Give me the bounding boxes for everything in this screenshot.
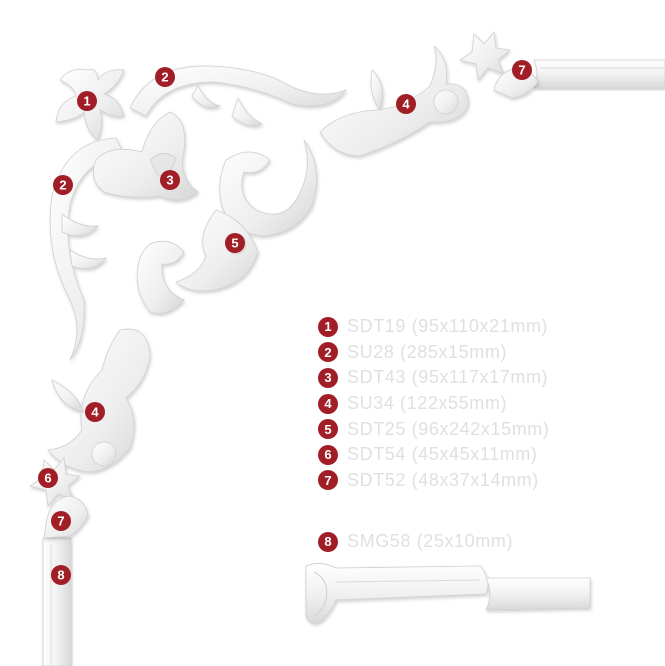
moulding-legend: 8 SMG58 (25x10mm) xyxy=(318,529,513,555)
marker-circle xyxy=(85,402,105,422)
marker-1: 1 xyxy=(77,91,97,111)
marker-circle xyxy=(155,67,175,87)
legend-item: 1 SDT19 (95x110x21mm) xyxy=(318,314,549,340)
marker-number: 3 xyxy=(166,173,173,188)
legend-number-badge: 3 xyxy=(318,367,338,388)
parts-legend: 1 SDT19 (95x110x21mm) 2 SU28 (285x15mm) … xyxy=(318,314,549,493)
marker-circle xyxy=(51,565,71,585)
legend-item: 8 SMG58 (25x10mm) xyxy=(318,529,513,555)
marker-number: 2 xyxy=(161,70,168,85)
legend-number-badge: 6 xyxy=(318,444,338,465)
marker-5: 5 xyxy=(225,233,245,253)
marker-circle xyxy=(53,175,73,195)
ornament-su34-top xyxy=(319,45,469,157)
markers-layer: 1 2 2 3 4 4 5 6 7 7 8 xyxy=(38,60,532,585)
legend-label: SDT43 (95x117x17mm) xyxy=(347,367,549,388)
legend-item: 2 SU28 (285x15mm) xyxy=(318,340,549,366)
marker-number: 1 xyxy=(83,94,90,109)
marker-circle xyxy=(77,91,97,111)
marker-number: 7 xyxy=(518,63,525,78)
legend-item: 5 SDT25 (96x242x15mm) xyxy=(318,416,549,442)
legend-number-badge: 4 xyxy=(318,393,338,414)
marker-4: 4 xyxy=(396,94,416,114)
moulding-rod-left xyxy=(42,537,72,666)
legend-label: SDT19 (95x110x21mm) xyxy=(347,316,549,337)
legend-number-badge: 8 xyxy=(318,531,338,552)
marker-number: 2 xyxy=(59,178,66,193)
marker-circle xyxy=(225,233,245,253)
marker-7: 7 xyxy=(512,60,532,80)
marker-6: 6 xyxy=(38,468,58,488)
legend-item: 3 SDT43 (95x117x17mm) xyxy=(318,365,549,391)
marker-circle xyxy=(512,60,532,80)
ornament-su34-bottom xyxy=(47,328,151,473)
marker-circle xyxy=(396,94,416,114)
marker-number: 4 xyxy=(91,405,99,420)
marker-circle xyxy=(160,170,180,190)
marker-4: 4 xyxy=(85,402,105,422)
legend-label: SDT52 (48x37x14mm) xyxy=(347,469,539,490)
marker-number: 8 xyxy=(57,568,64,583)
legend-label: SMG58 (25x10mm) xyxy=(347,531,514,552)
ornament-sdt43 xyxy=(92,111,199,201)
marker-number: 5 xyxy=(231,236,238,251)
legend-number-badge: 5 xyxy=(318,419,338,440)
legend-item: 6 SDT54 (45x45x11mm) xyxy=(318,442,549,468)
moulding-rod-top xyxy=(533,59,665,89)
moulding-profile-sample xyxy=(305,563,591,624)
marker-number: 6 xyxy=(44,471,51,486)
legend-item: 4 SU34 (122x55mm) xyxy=(318,391,549,417)
ornament-su28 xyxy=(49,65,348,361)
legend-number-badge: 7 xyxy=(318,470,338,491)
marker-8: 8 xyxy=(51,565,71,585)
legend-label: SU28 (285x15mm) xyxy=(347,341,508,362)
ornament-sdt25 xyxy=(136,139,317,314)
legend-label: SDT54 (45x45x11mm) xyxy=(347,444,538,465)
legend-item: 7 SDT52 (48x37x14mm) xyxy=(318,468,549,494)
legend-label: SU34 (122x55mm) xyxy=(347,393,508,414)
legend-number-badge: 1 xyxy=(318,316,338,337)
legend-number-badge: 2 xyxy=(318,342,338,363)
legend-label: SDT25 (96x242x15mm) xyxy=(347,418,550,439)
marker-3: 3 xyxy=(160,170,180,190)
marker-2: 2 xyxy=(53,175,73,195)
marker-number: 7 xyxy=(57,514,64,529)
marker-7: 7 xyxy=(51,511,71,531)
marker-number: 4 xyxy=(402,97,410,112)
marker-circle xyxy=(38,468,58,488)
marker-circle xyxy=(51,511,71,531)
marker-2: 2 xyxy=(155,67,175,87)
